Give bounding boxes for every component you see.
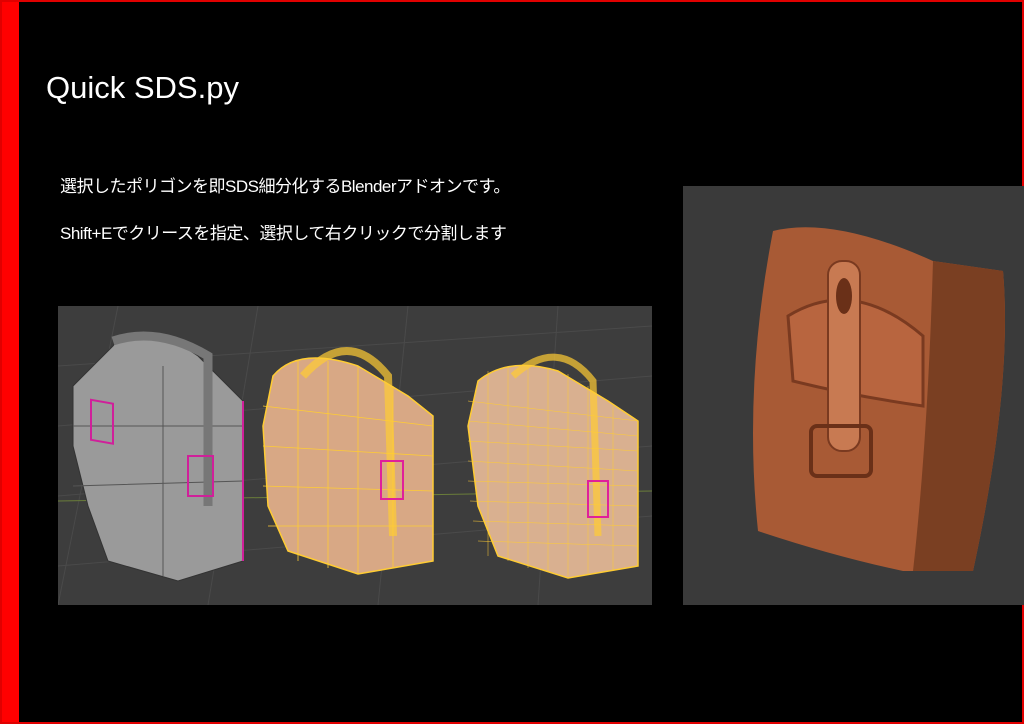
- slide-title: Quick SDS.py: [46, 70, 239, 105]
- subdivided-bag-level1: [262, 347, 434, 575]
- sculpted-bag-render: [683, 186, 1024, 605]
- description-line-1: 選択したポリゴンを即SDS細分化するBlenderアドオンです。: [60, 177, 510, 196]
- blender-viewport-screenshot: [57, 305, 653, 606]
- lowpoly-bag: [72, 331, 244, 582]
- description-line-2: Shift+Eでクリースを指定、選択して右クリックで分割します: [60, 224, 507, 243]
- left-accent-bar: [0, 0, 19, 724]
- subdivided-bag-level2: [467, 353, 639, 579]
